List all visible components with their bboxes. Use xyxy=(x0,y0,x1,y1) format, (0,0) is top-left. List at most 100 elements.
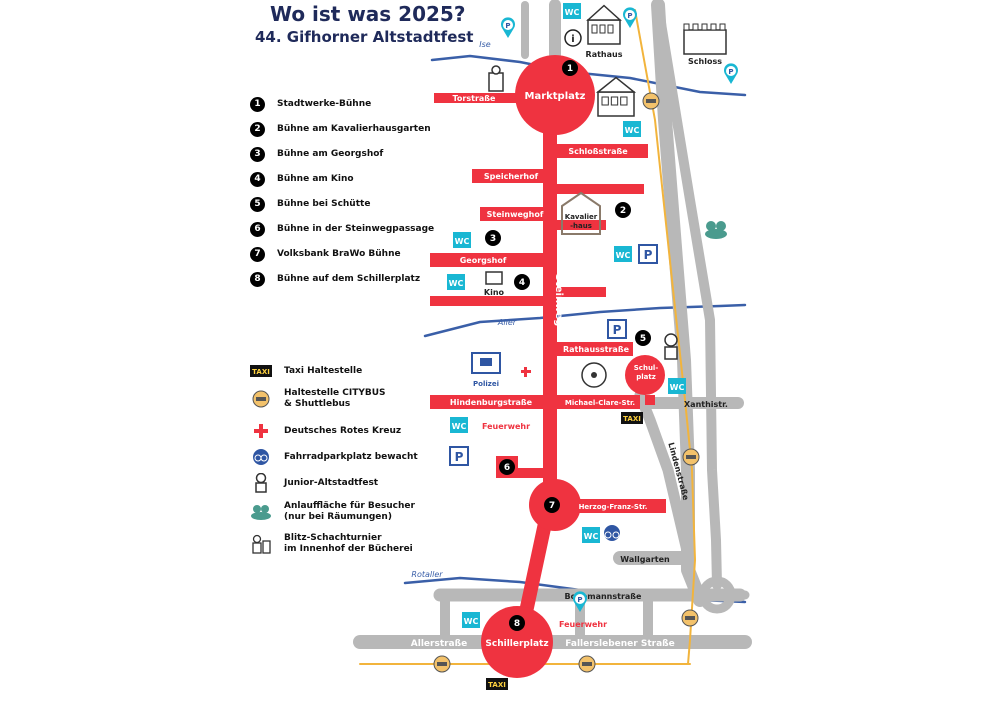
map-title: Wo ist was 2025? xyxy=(270,2,466,26)
stage-marker-3: 3 xyxy=(485,230,501,246)
stage-number-badge: 5 xyxy=(250,197,265,212)
svg-text:WC: WC xyxy=(670,383,685,392)
label-river-rotaller: Rotaller xyxy=(411,570,443,579)
label-allerstrasse: Allerstraße xyxy=(411,639,467,649)
stage-number-badge: 7 xyxy=(250,247,265,262)
svg-text:WC: WC xyxy=(584,532,599,541)
label-schloss: Schloss xyxy=(688,57,722,66)
wc-icon-georgshof: WC xyxy=(453,232,471,248)
legend-stage-4: 4 Bühne am Kino xyxy=(250,172,354,187)
legend-label: Bühne am Kavalierhausgarten xyxy=(277,124,431,134)
label-river-aller: Aller xyxy=(497,318,517,327)
wc-icon-herzog: WC xyxy=(582,527,600,543)
road-speicherhof xyxy=(472,169,550,183)
svg-text:P: P xyxy=(577,596,582,604)
road-east-outer xyxy=(653,0,722,590)
kino-icon xyxy=(485,271,503,285)
label-steinweg: Steinweg xyxy=(553,274,564,327)
label-fallersleber: Fallerslebener Straße xyxy=(565,639,674,649)
parking-icon-rathaus: P xyxy=(607,319,627,339)
svg-text:WC: WC xyxy=(449,279,464,288)
legend-label: Bühne am Kino xyxy=(277,174,354,184)
bus-stop-icon-roundabout xyxy=(681,609,699,627)
bus-stop-icon-aller xyxy=(433,655,451,673)
svg-text:2: 2 xyxy=(620,206,626,216)
parking-pin-rathaus: P xyxy=(623,7,637,28)
junior-icon xyxy=(250,473,272,493)
parking-pin-ise: P xyxy=(501,17,515,38)
road-passage-6 xyxy=(515,468,551,478)
river-aller xyxy=(423,303,747,338)
legend-label: Bühne in der Steinwegpassage xyxy=(277,224,435,234)
svg-text:WC: WC xyxy=(464,617,479,626)
label-kino: Kino xyxy=(484,288,505,297)
rathaus-building-icon xyxy=(586,4,622,45)
red-cross-icon xyxy=(521,367,531,377)
legend-stage-7: 7 Volksbank BraWo Bühne xyxy=(250,247,401,262)
label-schlossstrasse: Schloßstraße xyxy=(568,147,628,156)
svg-text:3: 3 xyxy=(490,234,496,244)
stage-marker-7: 7 xyxy=(544,497,560,513)
parking-pin-schloss: P xyxy=(724,63,738,84)
legend-bus-stop: Haltestelle CITYBUS & Shuttlebus xyxy=(250,388,386,410)
label-schillerplatz: Schillerplatz xyxy=(485,639,548,649)
svg-text:5: 5 xyxy=(640,334,646,344)
label-feuerwehr-1: Feuerwehr xyxy=(482,422,530,431)
wc-icon-rathaus: WC xyxy=(563,3,581,19)
wc-icon-east: WC xyxy=(614,246,632,262)
bus-stop-icon-fallersleben xyxy=(578,655,596,673)
taxi-icon-schillerplatz: TAXI xyxy=(486,678,508,690)
svg-text:WC: WC xyxy=(565,8,580,17)
legend-label: Stadtwerke-Bühne xyxy=(277,99,372,109)
assembly-point-icon xyxy=(705,221,727,239)
area-marktplatz xyxy=(515,55,595,135)
stage-number-badge: 4 xyxy=(250,172,265,187)
chess-icon xyxy=(488,65,504,92)
legend-label: Junior-Altstadtfest xyxy=(284,477,379,488)
svg-text:WC: WC xyxy=(452,422,467,431)
label-bodemannstrasse: Bodemannstraße xyxy=(565,592,643,601)
stage-number-badge: 2 xyxy=(250,122,265,137)
road-steinweg-east-small xyxy=(550,220,606,230)
label-herzog-franz: Herzog-Franz-Str. xyxy=(579,503,648,511)
svg-text:6: 6 xyxy=(504,463,510,473)
svg-text:TAXI: TAXI xyxy=(488,681,506,689)
wc-icon-schillerplatz: WC xyxy=(462,612,480,628)
schloss-castle-icon xyxy=(683,23,727,55)
label-schulplatz: Schul-platz xyxy=(634,364,659,381)
legend-label: Volksbank BraWo Bühne xyxy=(277,249,401,259)
stage-number-badge: 3 xyxy=(250,147,265,162)
label-kavalierhaus: Kavalier-haus xyxy=(565,213,598,230)
legend-label: Bühne auf dem Schillerplatz xyxy=(277,274,421,284)
svg-text:P: P xyxy=(505,22,510,30)
road-michael-clare xyxy=(556,395,640,409)
road-rathausstrasse xyxy=(555,342,633,356)
svg-text:7: 7 xyxy=(549,501,555,511)
stage-marker-6: 6 xyxy=(499,459,515,475)
label-speicherhof: Speicherhof xyxy=(484,172,539,181)
kavalierhaus-icon xyxy=(561,191,601,235)
church-icon xyxy=(595,76,637,117)
stage-marker-1: 1 xyxy=(562,60,578,76)
red-cross-icon xyxy=(250,422,272,440)
legend-stage-6: 6 Bühne in der Steinwegpassage xyxy=(250,222,434,237)
label-feuerwehr-2: Feuerwehr xyxy=(559,620,607,629)
chess-icon xyxy=(250,534,272,554)
road-schulplatz-link xyxy=(645,395,655,405)
label-polizei: Polizei xyxy=(473,380,499,388)
ferris-wheel-icon xyxy=(581,362,607,388)
taxi-icon-michael-clare: TAXI xyxy=(621,412,643,424)
label-river-ise: Ise xyxy=(479,40,491,49)
road-torstrasse xyxy=(434,93,544,103)
label-steinweghof: Steinweghof xyxy=(487,210,544,219)
svg-text:P: P xyxy=(644,248,653,262)
stage-number-badge: 6 xyxy=(250,222,265,237)
svg-text:TAXI: TAXI xyxy=(623,415,641,423)
wc-icon-church: WC xyxy=(623,121,641,137)
wc-icon-kino: WC xyxy=(447,274,465,290)
